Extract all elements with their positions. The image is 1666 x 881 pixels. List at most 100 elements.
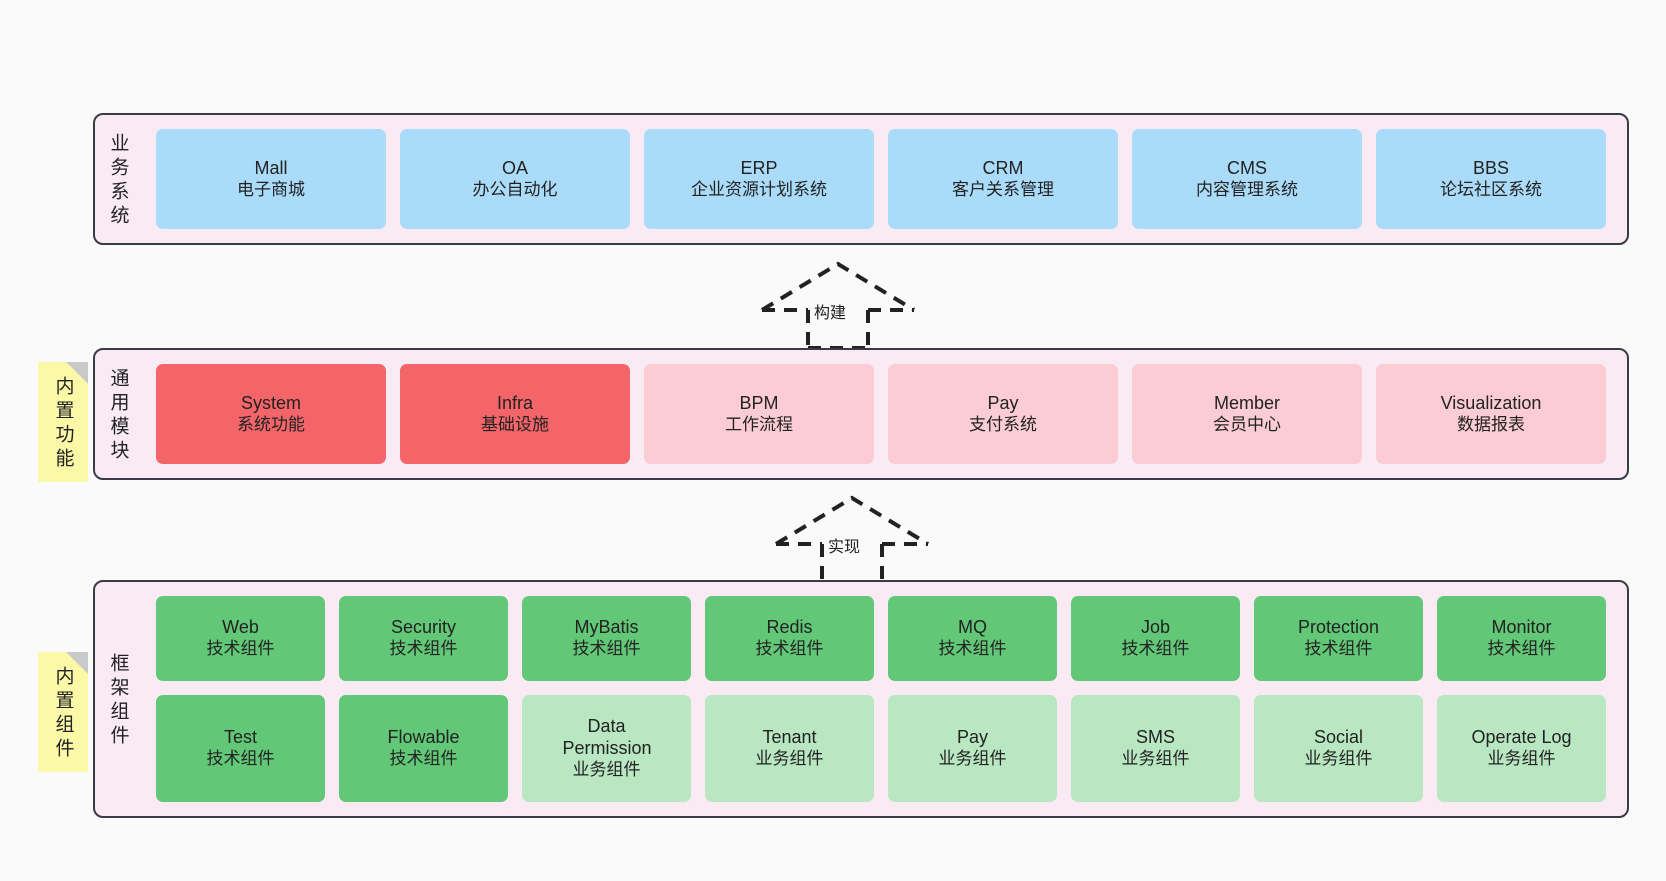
card-title-cn: 业务组件 [1304,749,1373,769]
card-title-en: MyBatis [574,617,639,638]
card-infra[interactable]: Infra 基础设施 [400,364,630,464]
card-title-cn: 支付系统 [969,414,1037,434]
implement-arrow: 实现 [772,492,932,584]
card-title-cn: 技术组件 [389,639,458,659]
card-title-en: CMS [1227,157,1267,178]
card-title-en: Mall [254,157,288,178]
card-test[interactable]: Test 技术组件 [156,695,325,803]
card-title-en: Monitor [1491,617,1552,638]
card-title-cn: 业务组件 [938,749,1007,769]
sticky-note-text: 内置功能 [52,376,74,472]
card-title-en: Data Permission [562,716,652,759]
card-social[interactable]: Social 业务组件 [1254,695,1423,803]
sticky-note-builtin-component: 内置组件 [38,652,88,772]
card-title-cn: 会员中心 [1213,414,1281,434]
card-system[interactable]: System 系统功能 [156,364,386,464]
card-title-cn: 业务组件 [755,749,824,769]
layer-business-system: 业务系统 Mall 电子商城 OA 办公自动化 ERP 企业资源计划系统 CRM… [93,113,1629,245]
card-title-cn: 业务组件 [1121,749,1190,769]
card-web[interactable]: Web 技术组件 [156,596,325,682]
card-title-en: SMS [1135,727,1175,748]
card-mall[interactable]: Mall 电子商城 [156,129,386,229]
card-tenant[interactable]: Tenant 业务组件 [705,695,874,803]
framework-row-technical: Web 技术组件 Security 技术组件 MyBatis 技术组件 Redi… [149,596,1613,682]
framework-row-business: Test 技术组件 Flowable 技术组件 Data Permission … [149,695,1613,803]
build-arrow-label: 构建 [814,305,847,322]
card-title-cn: 技术组件 [1304,639,1373,659]
build-arrow: 构建 [758,258,918,350]
card-title-en: Security [390,617,457,638]
layer-common-module: 通用模块 System 系统功能 Infra 基础设施 BPM 工作流程 Pay… [93,348,1629,480]
card-title-en: Social [1313,727,1364,748]
card-title-en: BBS [1472,157,1510,178]
card-title-cn: 数据报表 [1457,414,1525,434]
layer-cards-business-system: Mall 电子商城 OA 办公自动化 ERP 企业资源计划系统 CRM 客户关系… [141,115,1627,243]
layer-cards-common-module: System 系统功能 Infra 基础设施 BPM 工作流程 Pay 支付系统… [141,350,1627,478]
card-crm[interactable]: CRM 客户关系管理 [888,129,1118,229]
card-title-en: CRM [982,157,1024,178]
card-bpm[interactable]: BPM 工作流程 [644,364,874,464]
card-erp[interactable]: ERP 企业资源计划系统 [644,129,874,229]
card-title-en: Web [222,617,259,638]
card-pay-module[interactable]: Pay 支付系统 [888,364,1118,464]
card-title-cn: 技术组件 [755,639,824,659]
card-monitor[interactable]: Monitor 技术组件 [1437,596,1606,682]
card-security[interactable]: Security 技术组件 [339,596,508,682]
card-title-en: Visualization [1440,392,1542,413]
card-job[interactable]: Job 技术组件 [1071,596,1240,682]
card-title-cn: 技术组件 [572,639,641,659]
card-mq[interactable]: MQ 技术组件 [888,596,1057,682]
card-oa[interactable]: OA 办公自动化 [400,129,630,229]
card-protection[interactable]: Protection 技术组件 [1254,596,1423,682]
card-bbs[interactable]: BBS 论坛社区系统 [1376,129,1606,229]
card-title-en: Job [1140,617,1171,638]
card-title-en: Infra [496,392,534,413]
layer-framework-component: 框架组件 Web 技术组件 Security 技术组件 MyBatis 技术组件… [93,580,1629,818]
card-title-en: Protection [1297,617,1380,638]
layer-label-framework-component: 框架组件 [107,653,129,749]
card-title-en: MQ [958,617,987,638]
card-title-en: BPM [739,392,779,413]
card-title-cn: 技术组件 [938,639,1007,659]
card-title-cn: 系统功能 [237,414,305,434]
card-title-en: OA [501,157,528,178]
card-title-en: Member [1213,392,1280,413]
card-data-permission[interactable]: Data Permission 业务组件 [522,695,691,803]
card-title-en: Tenant [762,727,817,748]
layer-label-common-module: 通用模块 [107,368,129,464]
card-title-cn: 业务组件 [1487,749,1556,769]
card-title-cn: 客户关系管理 [952,179,1054,199]
sticky-note-builtin-feature: 内置功能 [38,362,88,482]
card-pay-component[interactable]: Pay 业务组件 [888,695,1057,803]
sticky-note-text: 内置组件 [52,666,74,762]
card-title-en: Flowable [387,727,460,748]
card-title-cn: 技术组件 [389,749,458,769]
card-visualization[interactable]: Visualization 数据报表 [1376,364,1606,464]
card-redis[interactable]: Redis 技术组件 [705,596,874,682]
card-title-en: Test [223,727,257,748]
card-title-cn: 论坛社区系统 [1440,179,1542,199]
card-title-en: Operate Log [1471,727,1572,748]
card-title-cn: 内容管理系统 [1196,179,1298,199]
card-title-cn: 电子商城 [237,179,305,199]
card-operate-log[interactable]: Operate Log 业务组件 [1437,695,1606,803]
card-title-cn: 技术组件 [1487,639,1556,659]
card-title-cn: 办公自动化 [472,179,558,199]
card-title-en: Pay [956,727,989,748]
card-title-cn: 技术组件 [206,639,275,659]
card-title-en: System [240,392,301,413]
card-mybatis[interactable]: MyBatis 技术组件 [522,596,691,682]
card-title-en: Redis [766,617,813,638]
card-title-cn: 工作流程 [725,414,793,434]
card-sms[interactable]: SMS 业务组件 [1071,695,1240,803]
implement-arrow-label: 实现 [828,539,861,556]
layer-cards-framework-component: Web 技术组件 Security 技术组件 MyBatis 技术组件 Redi… [141,582,1627,816]
card-member[interactable]: Member 会员中心 [1132,364,1362,464]
card-title-cn: 基础设施 [481,414,549,434]
layer-label-business-system: 业务系统 [107,133,129,229]
card-title-en: Pay [987,392,1019,413]
card-flowable[interactable]: Flowable 技术组件 [339,695,508,803]
card-title-cn: 企业资源计划系统 [691,179,827,199]
card-cms[interactable]: CMS 内容管理系统 [1132,129,1362,229]
